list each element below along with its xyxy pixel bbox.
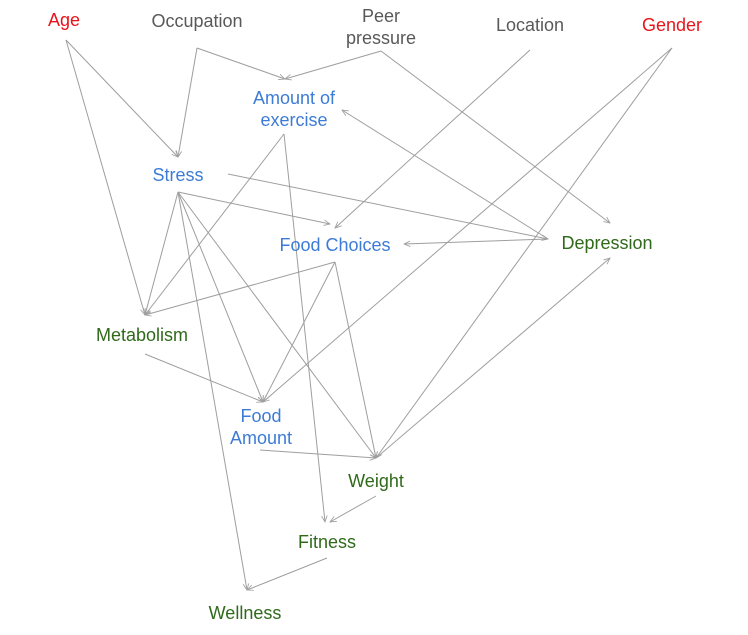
- edge-gender-to-food-amount: [263, 47, 673, 402]
- edge-occupation-to-stress: [178, 47, 198, 157]
- node-wellness-line: Wellness: [209, 603, 282, 623]
- node-weight-line: Weight: [348, 471, 404, 491]
- node-weight: Weight: [348, 471, 404, 491]
- node-depression-line: Depression: [561, 233, 652, 253]
- node-metabolism-line: Metabolism: [96, 325, 188, 345]
- edge-food-choices-to-metabolism: [145, 261, 336, 315]
- edge-food-choices-to-weight: [334, 261, 376, 458]
- edge-amount-of-exercise-to-metabolism: [145, 133, 285, 315]
- edge-stress-to-weight: [177, 191, 376, 458]
- node-peer-pressure-line: pressure: [346, 28, 416, 48]
- edge-peer-pressure-to-amount-of-exercise: [285, 50, 382, 79]
- node-depression: Depression: [561, 233, 652, 253]
- node-gender: Gender: [642, 15, 702, 35]
- edge-food-amount-to-weight: [259, 449, 376, 458]
- edge-fitness-to-wellness: [247, 557, 328, 590]
- node-stress-line: Stress: [152, 165, 203, 185]
- edge-stress-to-metabolism: [145, 191, 179, 315]
- edge-amount-of-exercise-to-fitness: [283, 133, 325, 522]
- node-peer-pressure-line: Peer: [362, 6, 400, 26]
- node-food-amount-line: Amount: [230, 428, 292, 448]
- edge-food-choices-to-food-amount: [263, 261, 336, 402]
- edge-weight-to-depression: [375, 258, 610, 459]
- edge-stress-to-depression: [227, 173, 548, 239]
- node-food-choices: Food Choices: [279, 235, 390, 255]
- node-wellness: Wellness: [209, 603, 282, 623]
- edge-age-to-metabolism: [65, 39, 145, 315]
- node-fitness-line: Fitness: [298, 532, 356, 552]
- edge-depression-to-food-choices: [404, 238, 549, 244]
- node-location-line: Location: [496, 15, 564, 35]
- edge-weight-to-fitness: [330, 495, 377, 522]
- edge-occupation-to-amount-of-exercise: [196, 47, 285, 79]
- node-occupation: Occupation: [151, 11, 242, 31]
- node-age-line: Age: [48, 10, 80, 30]
- node-occupation-line: Occupation: [151, 11, 242, 31]
- edge-stress-to-food-amount: [177, 191, 263, 402]
- node-amount-of-exercise-line: exercise: [260, 110, 327, 130]
- edge-stress-to-food-choices: [177, 191, 330, 224]
- edge-peer-pressure-to-depression: [380, 50, 610, 223]
- edge-gender-to-weight: [376, 47, 673, 458]
- node-food-choices-line: Food Choices: [279, 235, 390, 255]
- edge-depression-to-amount-of-exercise: [342, 110, 549, 240]
- node-amount-of-exercise-line: Amount of: [253, 88, 336, 108]
- node-stress: Stress: [152, 165, 203, 185]
- edge-age-to-stress: [65, 39, 178, 157]
- node-metabolism: Metabolism: [96, 325, 188, 345]
- node-location: Location: [496, 15, 564, 35]
- node-gender-line: Gender: [642, 15, 702, 35]
- edge-stress-to-wellness: [177, 191, 247, 590]
- node-fitness: Fitness: [298, 532, 356, 552]
- edge-metabolism-to-food-amount: [144, 353, 263, 402]
- edge-location-to-food-choices: [335, 49, 531, 228]
- node-age: Age: [48, 10, 80, 30]
- edges-layer: [65, 39, 673, 590]
- node-food-amount-line: Food: [240, 406, 281, 426]
